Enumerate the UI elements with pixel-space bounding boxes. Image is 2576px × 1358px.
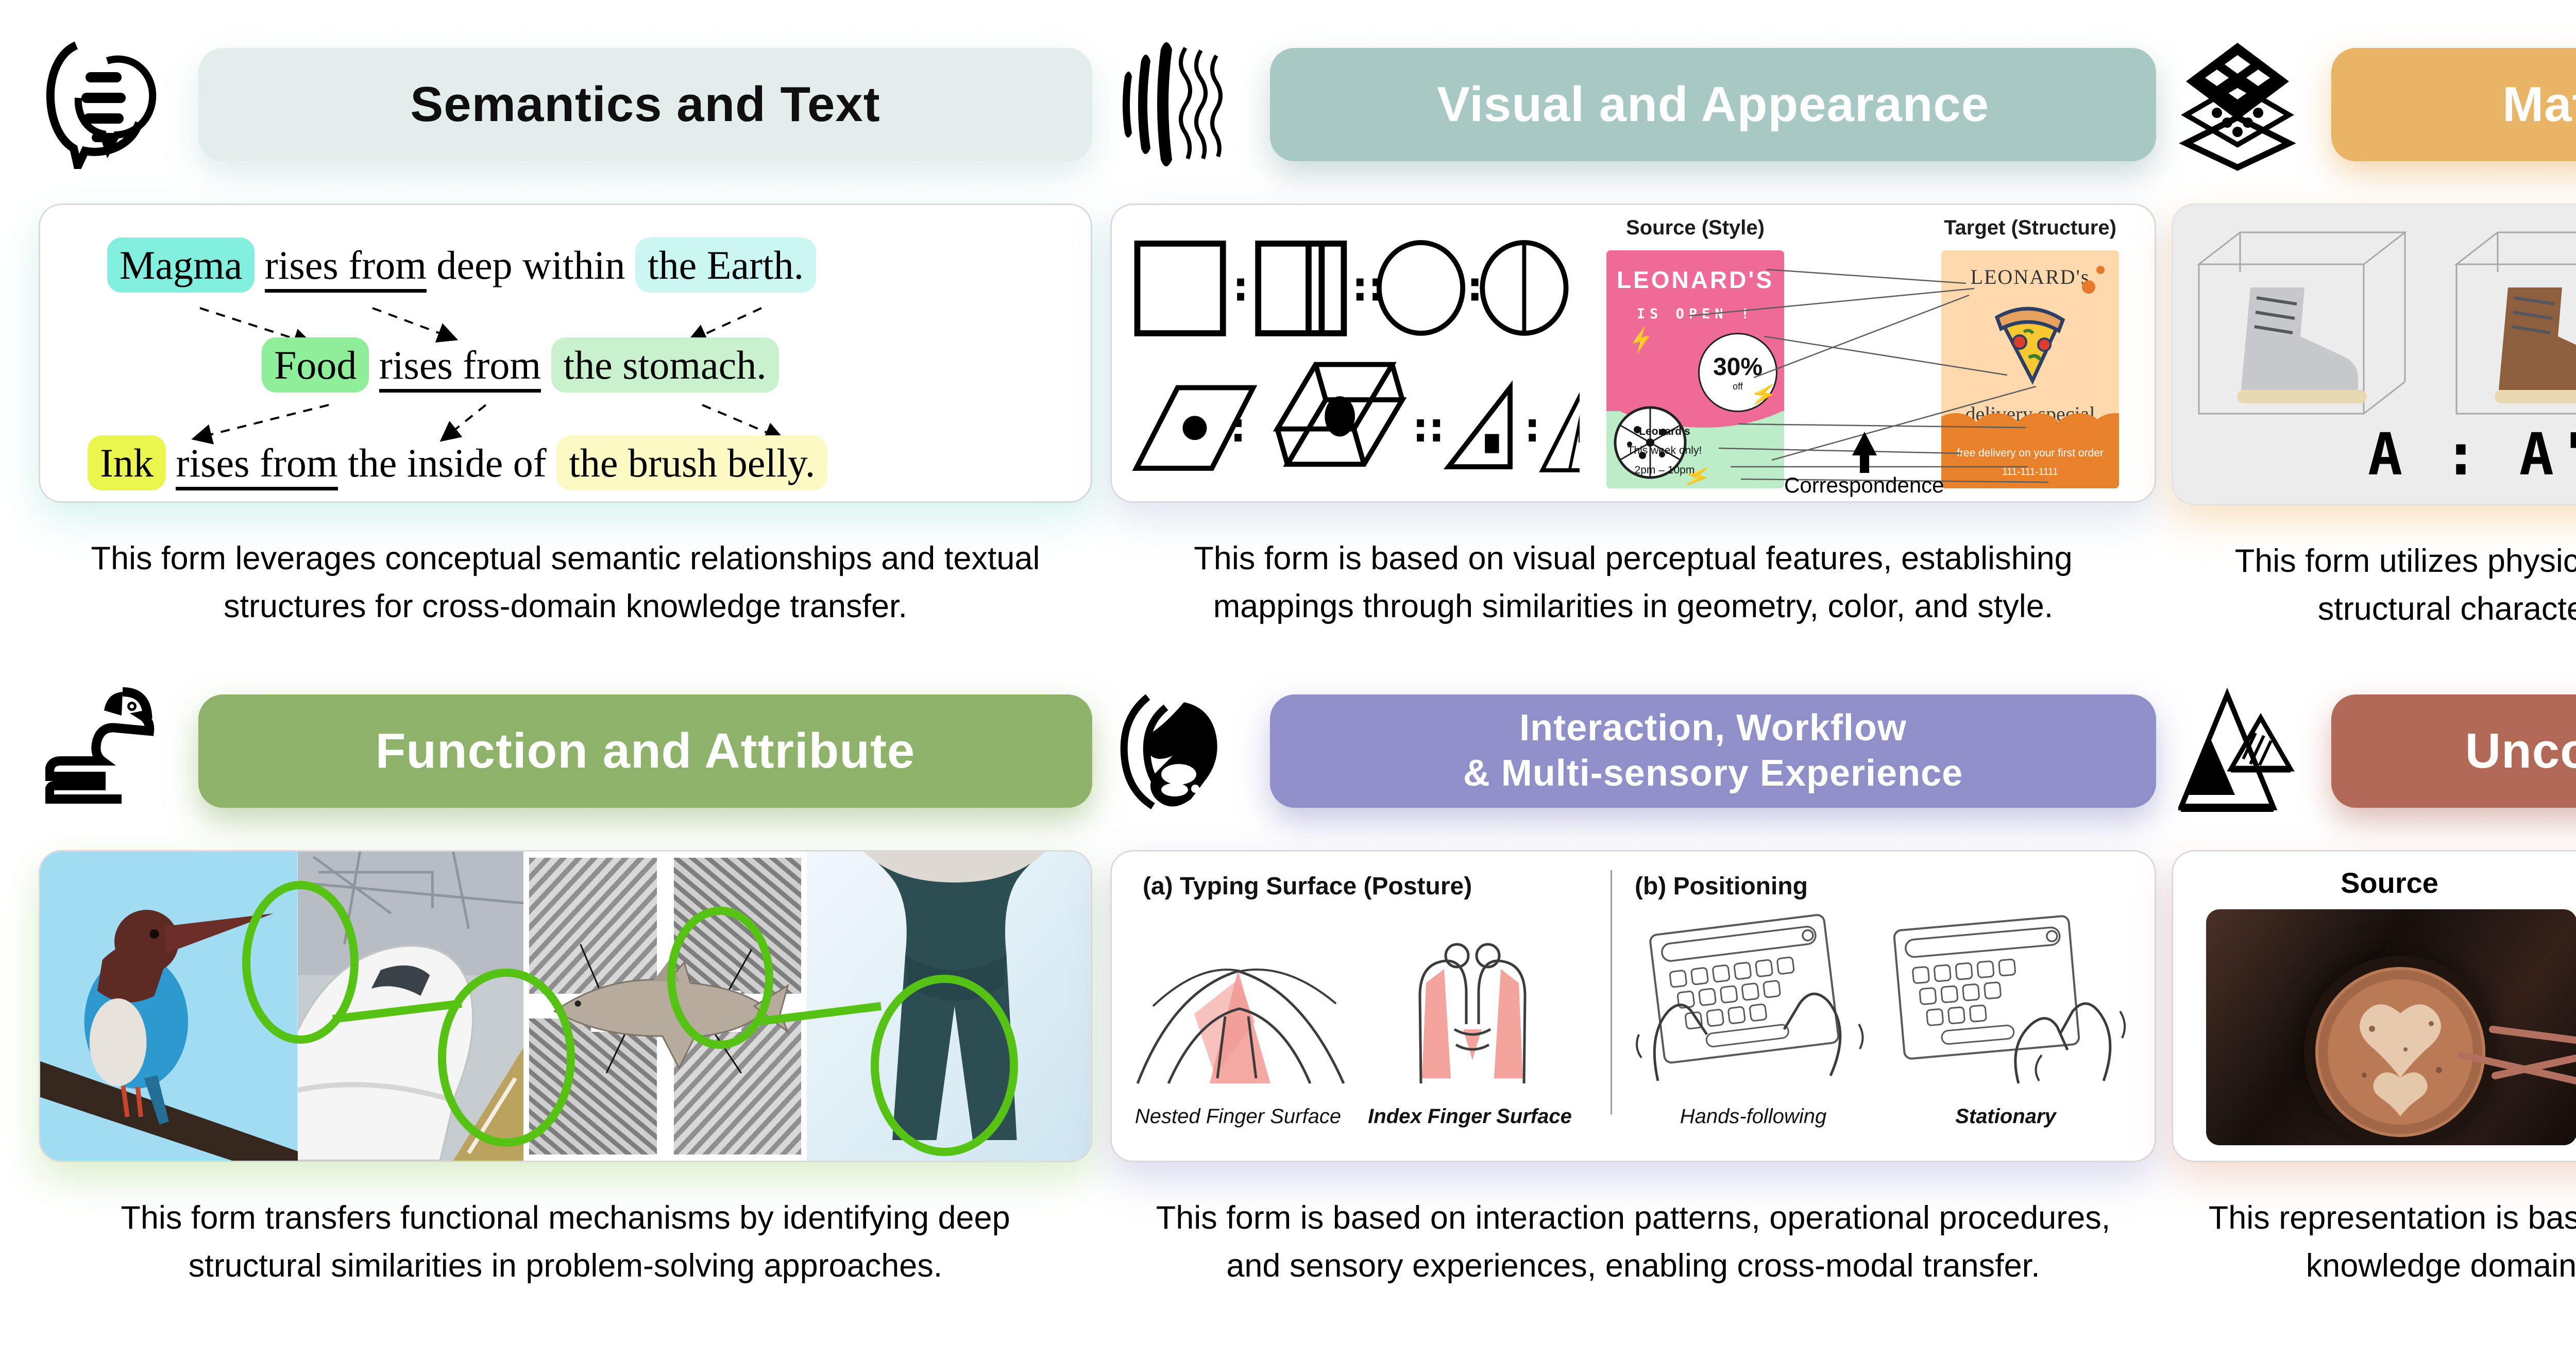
label-index-finger: Index Finger Surface (1368, 1105, 1572, 1128)
panel-title-banner: Semantics and Text (198, 47, 1092, 161)
poster-correspondence-diagram: Source (Style) Target (Structure) LEONAR… (1580, 205, 2155, 501)
index-finger-sketch (1418, 943, 1527, 1084)
chat-bubbles-icon (39, 36, 170, 173)
panel-title-banner: Unconventional Contexts (2331, 694, 2576, 808)
function-example-box (39, 850, 1092, 1162)
source-style-label: Source (Style) (1626, 216, 1765, 239)
source-label: Source (2341, 867, 2438, 899)
target-poster: LEONARD's delivery special (1941, 250, 2119, 488)
pizza-sketch (1614, 406, 1687, 479)
nested-finger-sketch (1136, 969, 1345, 1084)
sentence-ink: Ink rises from the inside of the brush b… (88, 435, 828, 490)
panel-unconventional-contexts: Unconventional Contexts Source Target (2172, 683, 2576, 1289)
unconventional-example-box: Source Target (2172, 850, 2576, 1162)
source-poster-subtitle: IS OPEN ! (1636, 306, 1754, 322)
material-example-box: #boot .sole, #shoe .sole { fill:#e9d9b3;… (2172, 203, 2576, 505)
panel-description: This form transfers functional mechanism… (121, 1200, 1010, 1284)
latte-art-photo (2206, 909, 2576, 1145)
panel-header: Semantics and Text (39, 36, 1092, 173)
panel-title: Unconventional Contexts (2465, 723, 2576, 778)
layered-diamonds-icon (2172, 36, 2303, 173)
target-structure-label: Target (Structure) (1944, 216, 2116, 239)
panel-material-and-structure: Material and Structure (2172, 36, 2576, 633)
panel-header: Interaction, Workflow & Multi-sensory Ex… (1110, 683, 2156, 819)
label-nested-finger: Nested Finger Surface (1134, 1105, 1342, 1128)
panel-description: This form is based on interaction patter… (1156, 1200, 2111, 1284)
label-hands-following: Hands-following (1680, 1105, 1827, 1128)
panel-title: Function and Attribute (375, 723, 916, 778)
svg-text::: : (1232, 263, 1248, 310)
kingfisher-photo (40, 852, 298, 1161)
highlight-ink: Ink (88, 435, 166, 490)
lightning-bolt-icon: ⚡ (1625, 325, 1658, 355)
panel-header: Unconventional Contexts (2172, 683, 2576, 819)
svg-text::: : (1467, 263, 1483, 310)
shape-analogy-diagram: : :: : : :: : (1132, 240, 1580, 472)
pizza-slice-illustration (1994, 307, 2065, 385)
panel-header: Visual and Appearance (1110, 36, 2156, 173)
section-divider (1611, 870, 1612, 1114)
source-poster-title: LEONARD'S (1616, 266, 1774, 293)
panel-header: Function and Attribute (39, 683, 1092, 819)
visual-example-box: : :: : : :: : (1110, 203, 2156, 503)
sentence-food: Food rises from the stomach. (262, 337, 779, 393)
stationary-sketch (1893, 915, 2126, 1084)
svg-text:::: :: (1412, 404, 1445, 451)
bird-icon (39, 683, 170, 819)
panel-title: Semantics and Text (410, 76, 880, 132)
target-poster-title: LEONARD's (1970, 265, 2090, 288)
label-stationary: Stationary (1955, 1105, 2056, 1128)
sentence-magma: Magma rises from deep within the Earth. (107, 237, 817, 293)
panel-title-banner: Function and Attribute (198, 694, 1092, 808)
bullet-train-photo (297, 852, 523, 1161)
panel-semantics-and-text: Semantics and Text Magma rises from deep… (39, 36, 1092, 630)
panel-title: Visual and Appearance (1436, 76, 1990, 132)
panel-description: This form utilizes physical material pro… (2234, 543, 2576, 627)
svg-text:::: :: (1352, 263, 1384, 310)
mountains-icon (2172, 683, 2303, 819)
highlight-belly: the brush belly. (556, 435, 828, 490)
panel-description: This form is based on visual perceptual … (1194, 540, 2073, 624)
source-poster-notes: Leonard's This week only! 2pm – 10pm (1627, 425, 1702, 477)
analogy-formula: A : A' : : B : B' (2367, 421, 2576, 488)
hands-following-sketch (1636, 914, 1864, 1081)
highlight-stomach: the stomach. (551, 337, 779, 393)
highlight-magma: Magma (107, 237, 255, 293)
typing-surface-heading: (a) Typing Surface (Posture) (1143, 873, 1472, 900)
panel-title-banner: Visual and Appearance (1270, 47, 2156, 161)
source-poster: LEONARD'S IS OPEN ! 30% off ⚡ ⚡ ⚡ (1606, 250, 1784, 488)
shark-denticle-diagram (523, 852, 807, 1161)
panel-visual-and-appearance: Visual and Appearance : :: : : (1110, 36, 2156, 630)
semantics-example-box: Magma rises from deep within the Earth. … (39, 203, 1092, 503)
svg-text::: : (1524, 404, 1540, 451)
panel-header: Material and Structure (2172, 36, 2576, 173)
correspondence-label: Correspondence (1784, 473, 1944, 497)
positioning-heading: (b) Positioning (1635, 873, 1808, 900)
swimsuit-photo (807, 852, 1091, 1161)
highlight-earth: the Earth. (635, 237, 817, 293)
panel-title: Material and Structure (2502, 76, 2576, 132)
panel-description: This form leverages conceptual semantic … (91, 540, 1040, 624)
panel-function-and-attribute: Function and Attribute (39, 683, 1092, 1289)
shoe-analogy-cubes: #boot .sole, #shoe .sole { fill:#e9d9b3;… (2198, 231, 2576, 415)
panel-title-line1: Interaction, Workflow (1519, 707, 1907, 749)
panel-title-line2: & Multi-sensory Experience (1463, 752, 1963, 794)
highlight-food: Food (262, 337, 369, 393)
target-poster-footer: free delivery on your first order 111-11… (1941, 413, 2119, 488)
lightning-bolt-icon: ⚡ (1748, 380, 1780, 409)
interaction-example-box: (a) Typing Surface (Posture) (b) Positio… (1110, 850, 2156, 1162)
panel-interaction-workflow: Interaction, Workflow & Multi-sensory Ex… (1110, 683, 2156, 1289)
optical-stripes-icon (1110, 36, 1242, 173)
panel-title-banner: Material and Structure (2331, 47, 2576, 161)
panel-title-banner: Interaction, Workflow & Multi-sensory Ex… (1270, 694, 2156, 808)
hand-ripples-icon (1110, 683, 1242, 819)
panel-description: This representation is based on speciali… (2208, 1200, 2576, 1284)
